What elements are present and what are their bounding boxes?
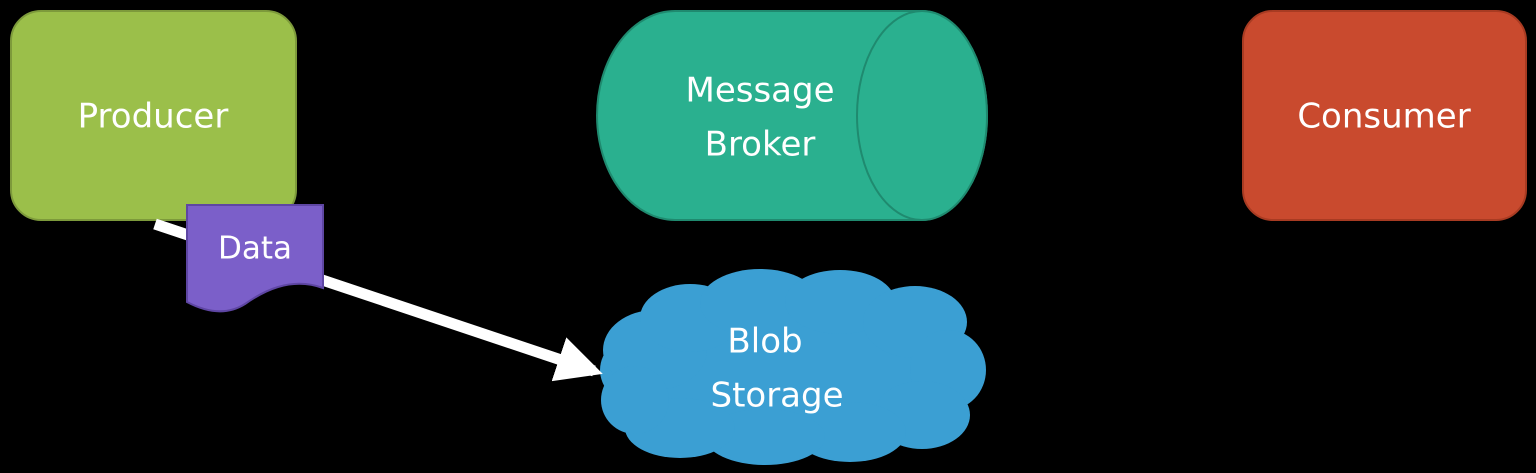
producer-label: Producer xyxy=(78,97,229,137)
data-document[interactable]: Data xyxy=(186,204,324,313)
broker-label-line1: Message xyxy=(685,71,834,111)
consumer-node[interactable]: Consumer xyxy=(1242,10,1527,221)
storage-cloud-shape xyxy=(600,269,986,465)
producer-box xyxy=(10,10,297,221)
storage-label-line1: Blob xyxy=(727,322,802,362)
consumer-label: Consumer xyxy=(1297,97,1470,137)
message-broker-node[interactable]: Message Broker xyxy=(596,10,988,221)
storage-label-line2: Storage xyxy=(710,376,843,416)
broker-cylinder-end xyxy=(856,10,988,221)
producer-node[interactable]: Producer xyxy=(10,10,297,221)
broker-label-line2: Broker xyxy=(705,125,816,165)
data-label: Data xyxy=(218,231,292,267)
blob-storage-node[interactable]: Blob Storage xyxy=(600,269,986,465)
consumer-box xyxy=(1242,10,1527,221)
data-document-shape xyxy=(186,204,324,313)
